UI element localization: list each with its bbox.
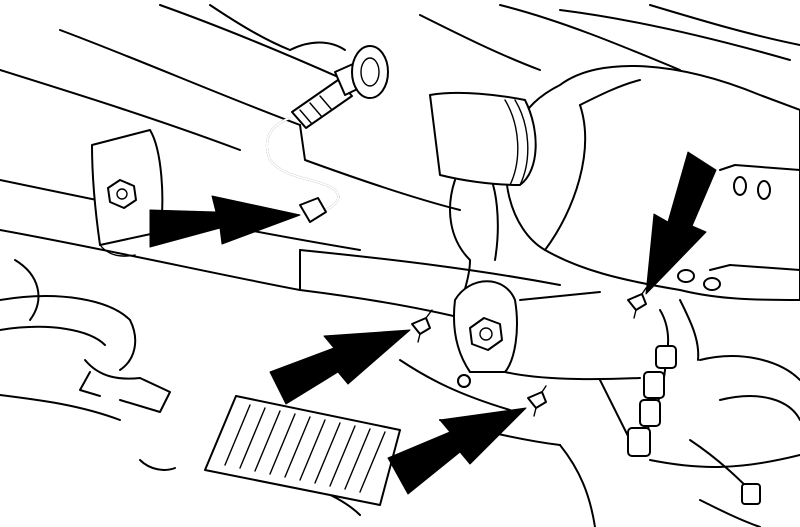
clip-icon	[527, 385, 547, 417]
harness-icon	[627, 299, 800, 527]
callout-arrow-clip-bottom	[387, 407, 527, 495]
brake-hose-icon	[265, 45, 389, 223]
nut-icon	[469, 317, 503, 351]
clip-icon	[627, 287, 647, 319]
body-panel-lines	[0, 4, 800, 151]
clip-icon	[411, 309, 433, 343]
nut-icon	[107, 179, 137, 209]
muffler-icon	[429, 65, 800, 301]
heat-shield	[204, 395, 401, 506]
callout-arrow-brake-hose	[149, 195, 301, 248]
callout-arrow-clip-left	[269, 329, 411, 405]
callout-arrow-clip-right	[645, 151, 717, 295]
